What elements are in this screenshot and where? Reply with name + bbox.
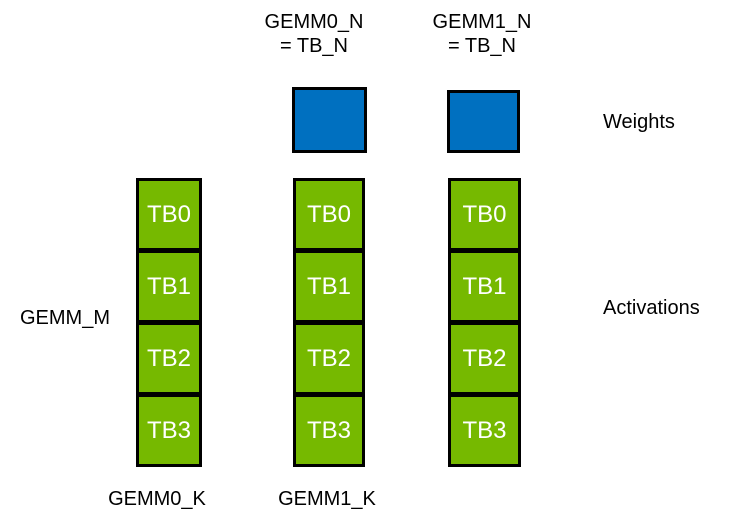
activations-column-1: TB0 TB1 TB2 TB3 <box>293 178 365 467</box>
tb-block: TB1 <box>136 250 202 323</box>
activations-label: Activations <box>603 297 700 319</box>
gemm0-weights-square <box>292 87 367 153</box>
activations-column-0: TB0 TB1 TB2 TB3 <box>136 178 202 467</box>
tb-block: TB3 <box>293 394 365 467</box>
tb-block: TB3 <box>136 394 202 467</box>
tb-block: TB1 <box>448 250 521 323</box>
gemm-m-label: GEMM_M <box>20 307 110 329</box>
gemm1-k-label: GEMM1_K <box>278 488 376 510</box>
tb-block: TB2 <box>136 322 202 395</box>
gemm1-n-header-line1: GEMM1_N <box>432 11 532 33</box>
tb-block: TB1 <box>293 250 365 323</box>
gemm1-n-header: GEMM1_N = TB_N <box>412 10 552 58</box>
gemm0-n-header-line1: GEMM0_N <box>264 11 364 33</box>
gemm1-n-header-line2: = TB_N <box>448 35 516 57</box>
tb-block: TB2 <box>293 322 365 395</box>
tb-block: TB3 <box>448 394 521 467</box>
weights-label: Weights <box>603 111 675 133</box>
tb-block: TB0 <box>448 178 521 251</box>
tb-block: TB0 <box>136 178 202 251</box>
gemm0-n-header-line2: = TB_N <box>280 35 348 57</box>
gemm0-n-header: GEMM0_N = TB_N <box>244 10 384 58</box>
activations-column-2: TB0 TB1 TB2 TB3 <box>448 178 521 467</box>
tb-block: TB0 <box>293 178 365 251</box>
gemm1-weights-square <box>447 90 520 153</box>
tb-block: TB2 <box>448 322 521 395</box>
gemm0-k-label: GEMM0_K <box>108 488 206 510</box>
